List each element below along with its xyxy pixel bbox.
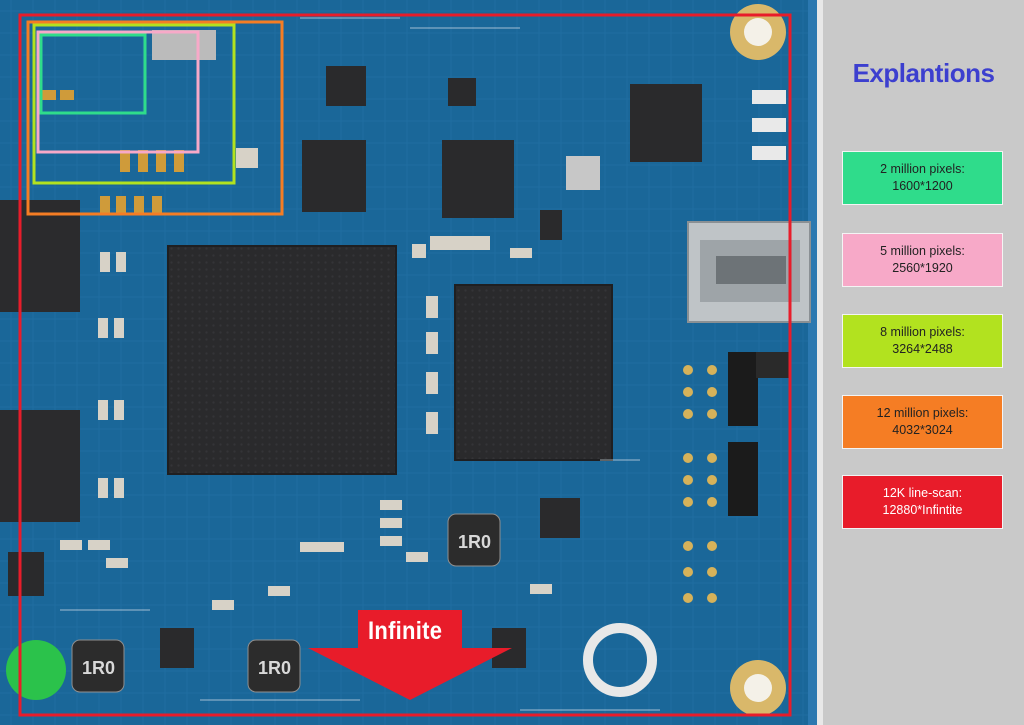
legend-12mp-line1: 12 million pixels:	[876, 406, 969, 420]
legend-8mp: 8 million pixels: 3264*2488	[842, 314, 1003, 368]
legend-12mp: 12 million pixels: 4032*3024	[842, 395, 1003, 449]
svg-text:1R0: 1R0	[258, 658, 291, 678]
inductor	[71, 513, 501, 693]
explanation-panel: Explantions 2 million pixels: 1600*1200 …	[823, 0, 1024, 725]
legend-2mp-line2: 1600*1200	[892, 179, 953, 193]
pin-header	[683, 365, 717, 603]
legend-12mp-line2: 4032*3024	[892, 423, 953, 437]
svg-text:1R0: 1R0	[82, 658, 115, 678]
legend-5mp: 5 million pixels: 2560*1920	[842, 233, 1003, 287]
pcb-photo: 1R0 1R0 1R0	[0, 0, 822, 725]
legend-2mp-line1: 2 million pixels:	[880, 162, 965, 176]
frame-8mp	[32, 23, 236, 185]
infinite-label: Infinite	[368, 617, 443, 645]
panel-title: Explantions	[852, 58, 995, 88]
legend-12k-line2: 12880*Infintite	[882, 503, 963, 517]
legend-8mp-line1: 8 million pixels:	[880, 325, 965, 339]
legend-12k-line1: 12K line-scan:	[882, 486, 963, 500]
secondary-chip	[454, 284, 613, 461]
legend-5mp-line2: 2560*1920	[892, 261, 953, 275]
panel-divider	[817, 0, 823, 725]
infinite-arrow	[308, 610, 512, 700]
legend-5mp-line1: 5 million pixels:	[880, 244, 965, 258]
frame-2mp	[39, 33, 147, 115]
main-chip	[167, 245, 397, 475]
legend-12k: 12K line-scan: 12880*Infintite	[842, 475, 1003, 529]
frame-12k	[18, 13, 792, 717]
svg-text:1R0: 1R0	[458, 532, 491, 552]
legend-2mp: 2 million pixels: 1600*1200	[842, 151, 1003, 205]
frame-12mp	[26, 20, 284, 216]
legend-8mp-line2: 3264*2488	[892, 342, 953, 356]
frame-5mp	[36, 30, 200, 154]
